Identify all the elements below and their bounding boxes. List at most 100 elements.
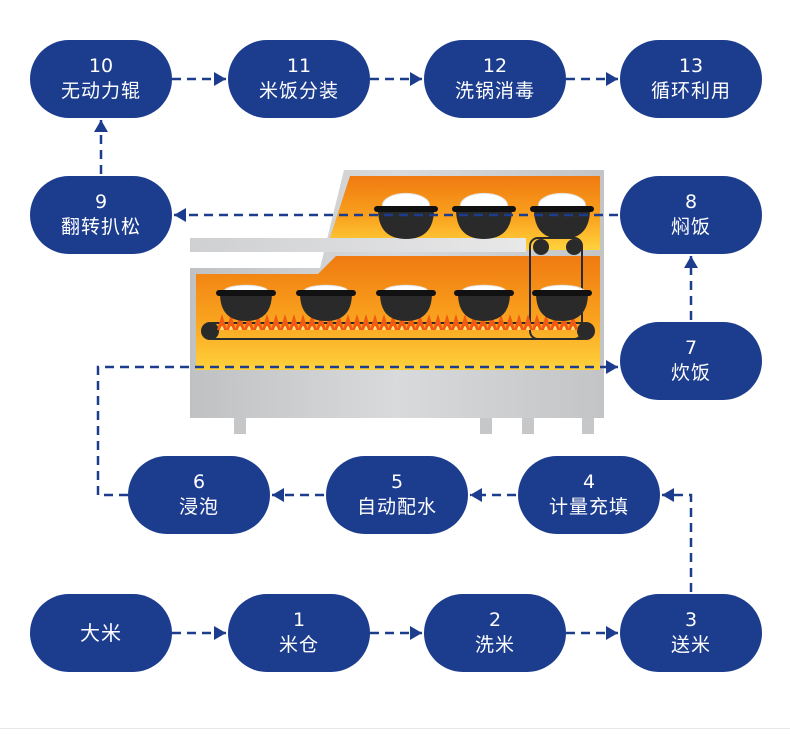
flame-core xyxy=(346,326,350,330)
flame-core xyxy=(391,326,395,330)
flame xyxy=(370,314,380,330)
flame-core xyxy=(238,326,242,330)
step-7-node: 7 炊饭 xyxy=(620,322,762,400)
flame-core xyxy=(553,326,557,330)
rice-pot xyxy=(454,284,514,321)
arrowhead xyxy=(214,72,226,86)
flame xyxy=(307,314,317,330)
step-6-node: 6 浸泡 xyxy=(128,456,270,534)
step-number: 8 xyxy=(684,191,698,213)
step-number: 7 xyxy=(684,337,698,359)
machine-leg xyxy=(480,418,492,434)
arrowhead xyxy=(214,626,226,640)
flame xyxy=(541,314,551,330)
step-number: 3 xyxy=(684,609,698,631)
pot-rim xyxy=(530,206,594,212)
step-number: 6 xyxy=(192,471,206,493)
flame xyxy=(532,314,542,330)
steaming-pots xyxy=(374,192,594,239)
flame-core xyxy=(328,326,332,330)
step-label: 米饭分装 xyxy=(258,80,339,102)
flame-core xyxy=(274,326,278,330)
pot-rim xyxy=(216,290,276,296)
step-11-node: 11 米饭分装 xyxy=(228,40,370,118)
step-label: 米仓 xyxy=(278,634,319,656)
step-label: 送米 xyxy=(670,634,711,656)
flame-core xyxy=(499,326,503,330)
step-label: 炊饭 xyxy=(670,362,711,384)
flame xyxy=(568,314,578,330)
flame-core xyxy=(247,326,251,330)
flame xyxy=(244,314,254,330)
cabinet-base xyxy=(190,370,604,418)
flame-core xyxy=(562,326,566,330)
step-1-node: 1 米仓 xyxy=(228,594,370,672)
step-8-node: 8 焖饭 xyxy=(620,176,762,254)
conveyor-roller xyxy=(533,239,549,255)
rice-pot xyxy=(376,284,436,321)
rice-pot xyxy=(530,192,594,239)
flame-core xyxy=(490,326,494,330)
flame-core xyxy=(400,326,404,330)
flame-core xyxy=(283,326,287,330)
flame xyxy=(226,314,236,330)
flame-core xyxy=(436,326,440,330)
pot-body xyxy=(380,293,432,321)
flame xyxy=(478,314,488,330)
flame xyxy=(442,314,452,330)
step-number: 11 xyxy=(286,55,312,77)
flame-core xyxy=(481,326,485,330)
flame xyxy=(253,314,263,330)
step-number: 5 xyxy=(390,471,404,493)
step-10-node: 10 无动力辊 xyxy=(30,40,172,118)
flame-core xyxy=(220,326,224,330)
step-label: 洗锅消毒 xyxy=(454,80,535,102)
flame xyxy=(469,314,479,330)
flame-core xyxy=(571,326,575,330)
conveyor-roller xyxy=(577,322,595,340)
step-13-node: 13 循环利用 xyxy=(620,40,762,118)
burner-flames xyxy=(217,314,578,330)
flame xyxy=(415,314,425,330)
step-label: 无动力辊 xyxy=(60,80,141,102)
step-number: 1 xyxy=(292,609,306,631)
flame xyxy=(289,314,299,330)
arrowhead xyxy=(470,488,482,502)
flame xyxy=(262,314,272,330)
flame xyxy=(217,314,227,330)
flame-core xyxy=(535,326,539,330)
rice-pot xyxy=(452,192,516,239)
arrowhead xyxy=(410,626,422,640)
flame xyxy=(523,314,533,330)
flame xyxy=(514,314,524,330)
flame-core xyxy=(427,326,431,330)
rice-pot xyxy=(216,284,276,321)
flame-core xyxy=(382,326,386,330)
flame-core xyxy=(301,326,305,330)
flame xyxy=(361,314,371,330)
flame xyxy=(352,314,362,330)
flame-core xyxy=(319,326,323,330)
step-5-node: 5 自动配水 xyxy=(326,456,468,534)
step-2-node: 2 洗米 xyxy=(424,594,566,672)
flame-core xyxy=(364,326,368,330)
flame xyxy=(316,314,326,330)
flame-core xyxy=(292,326,296,330)
pot-rim xyxy=(296,290,356,296)
step-9-node: 9 翻转扒松 xyxy=(30,176,172,254)
flame-core xyxy=(517,326,521,330)
step-number: 4 xyxy=(582,471,596,493)
flame xyxy=(343,314,353,330)
arrowhead xyxy=(606,360,618,374)
flame xyxy=(280,314,290,330)
pot-body xyxy=(378,209,434,239)
step-label: 自动配水 xyxy=(356,496,437,518)
rice-pot xyxy=(374,192,438,239)
flame-core xyxy=(373,326,377,330)
rice-pot xyxy=(296,284,356,321)
rice-pot xyxy=(532,284,592,321)
raw-rice-node: 大米 xyxy=(30,594,172,672)
flame xyxy=(298,314,308,330)
bottom-divider xyxy=(0,728,790,729)
